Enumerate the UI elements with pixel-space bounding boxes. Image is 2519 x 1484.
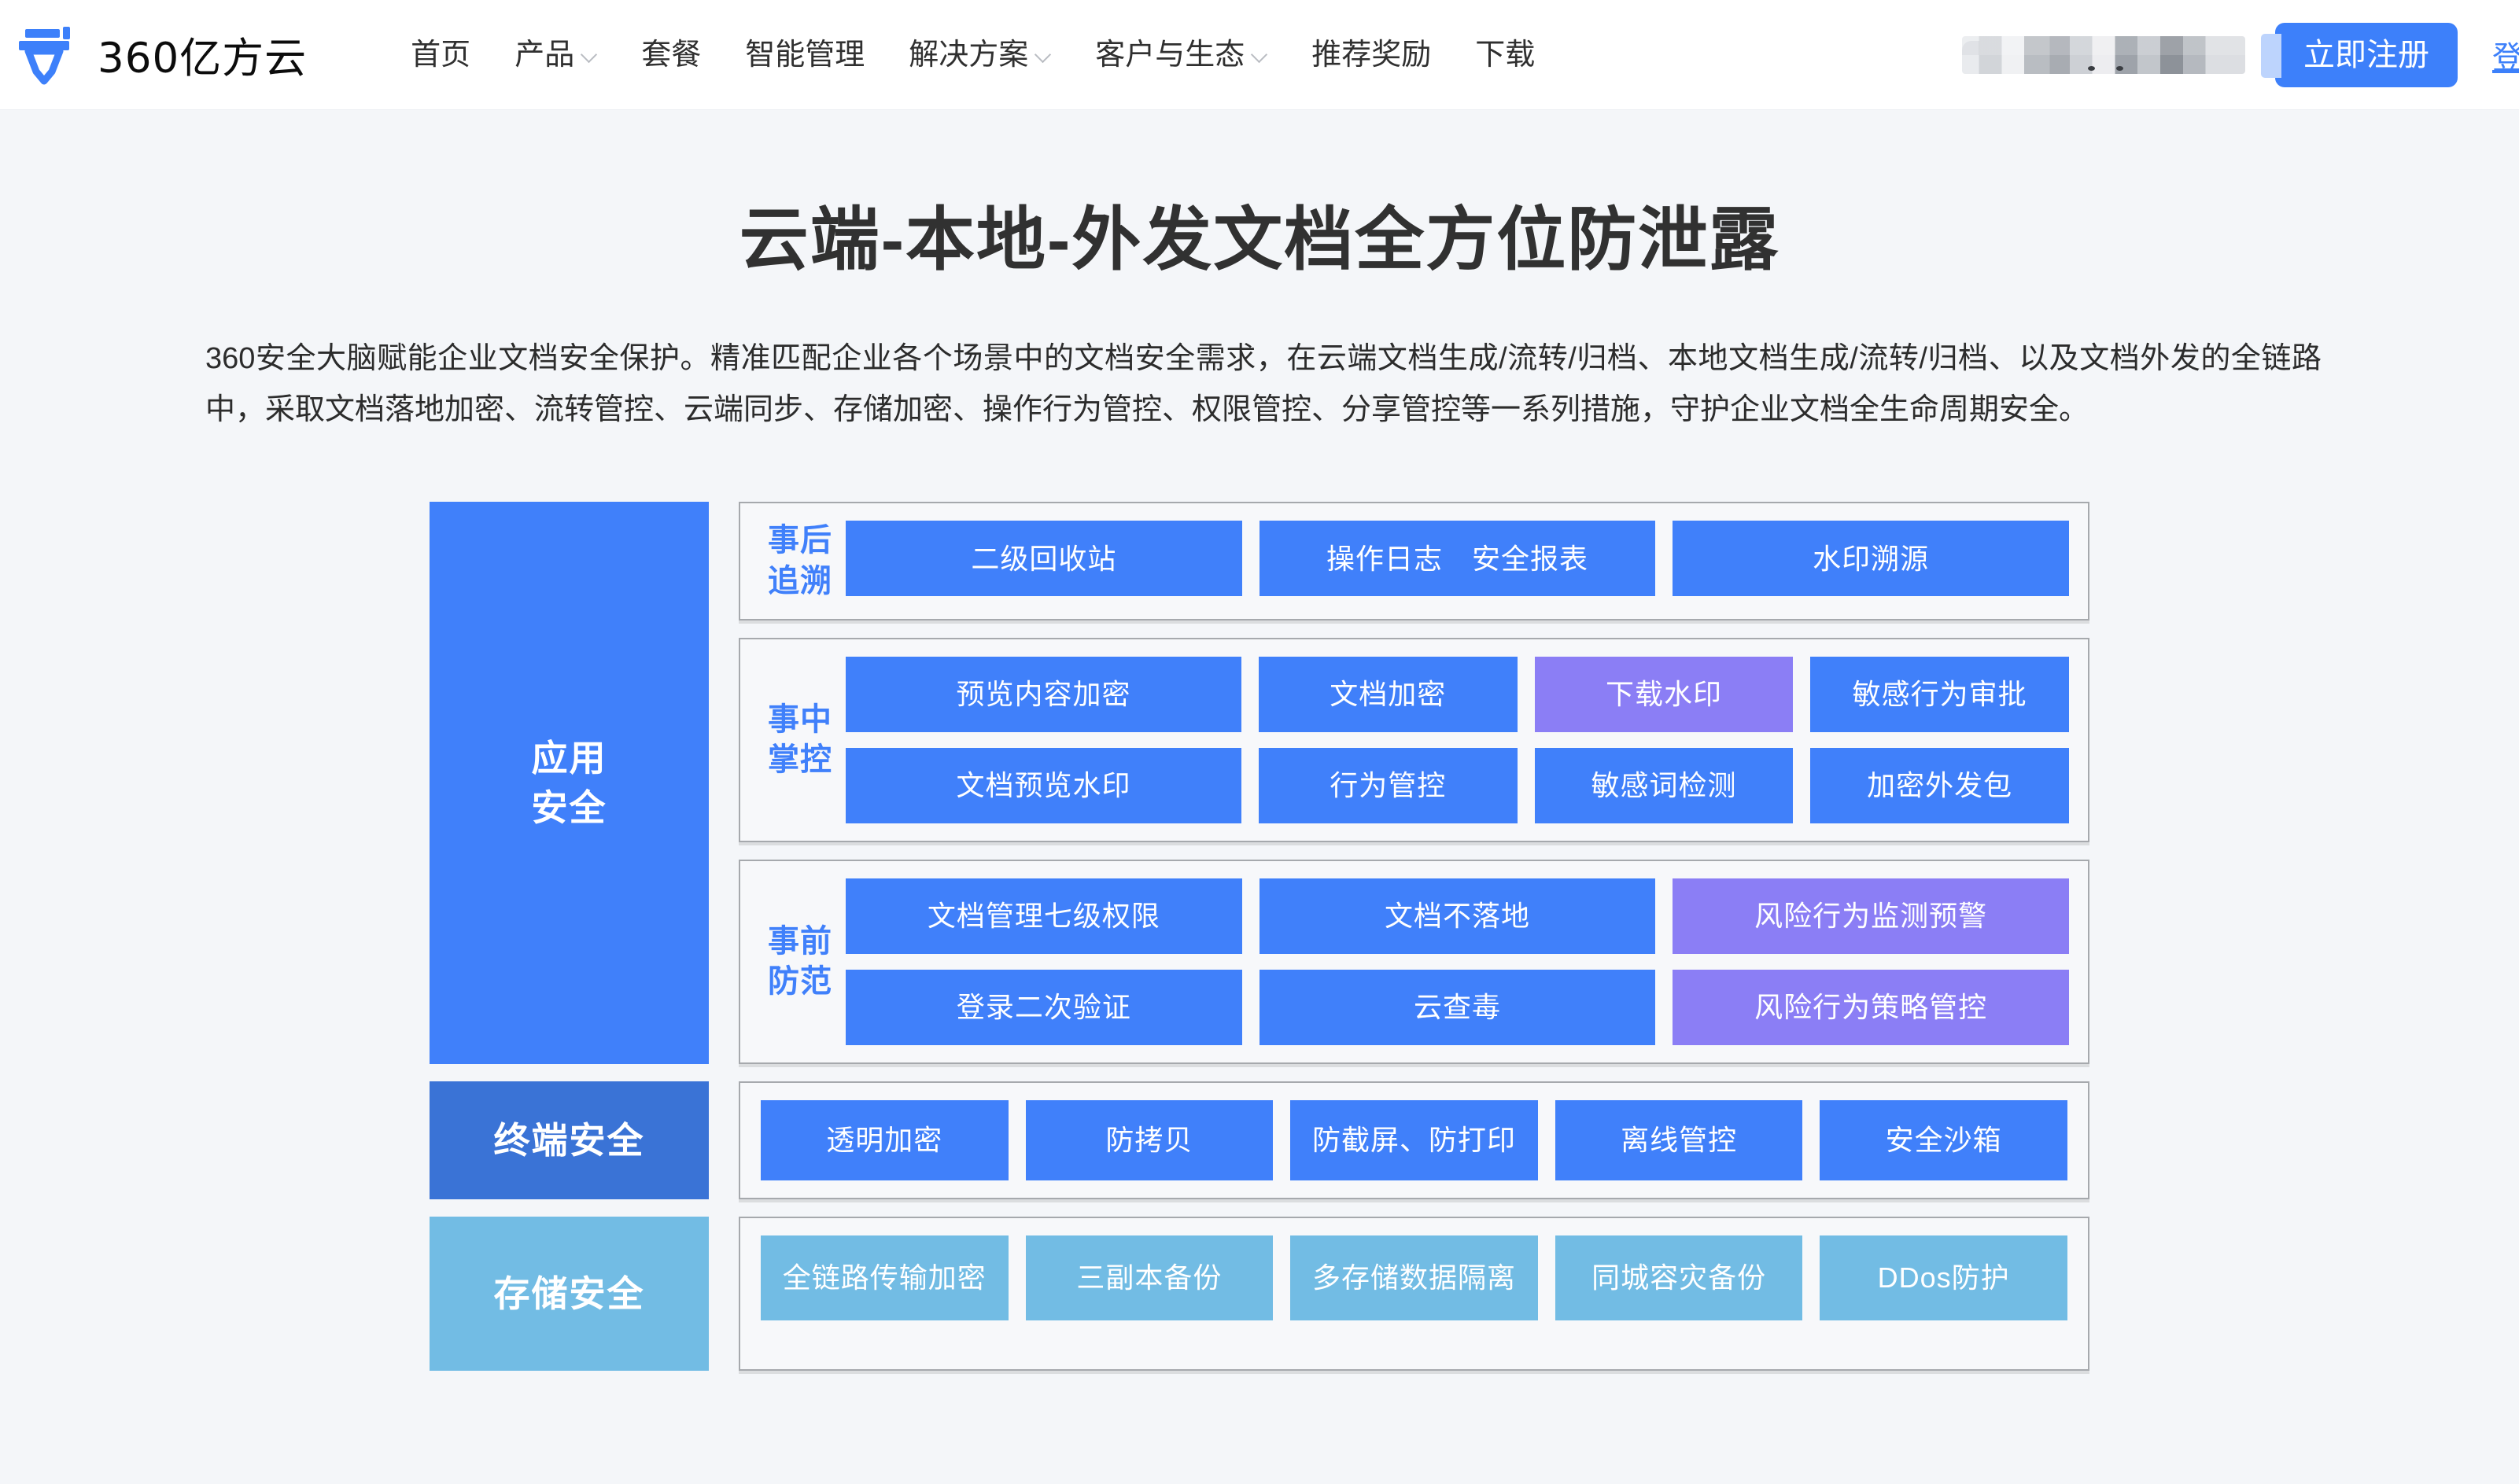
stage-label-line-1: 事前 (768, 923, 832, 959)
stage-label-line-1: 事后 (768, 523, 832, 558)
stage-label-line-2: 追溯 (768, 563, 832, 598)
nav-label: 客户与生态 (1095, 38, 1245, 72)
stage-label-line-2: 掌控 (768, 742, 832, 777)
feature-card-download-watermark[interactable]: 下载水印 (1534, 656, 1794, 732)
chevron-down-icon (581, 49, 597, 64)
feature-card-risk-behavior-monitoring-alert[interactable]: 风险行为监测预警 (1673, 878, 2070, 954)
feature-card-login-two-factor[interactable]: 登录二次验证 (846, 969, 1242, 1045)
feature-card-cloud-antivirus[interactable]: 云查毒 (1259, 969, 1656, 1045)
redaction-band (1962, 55, 2245, 74)
layer-body-application-security: 事后 追溯 二级回收站 操作日志 安全报表 水印溯源 (739, 502, 2089, 1064)
feature-card-anti-screenshot-anti-print[interactable]: 防截屏、防打印 (1290, 1099, 1538, 1180)
nav-label: 推荐奖励 (1311, 38, 1432, 72)
feature-card-transparent-encryption[interactable]: 透明加密 (761, 1099, 1009, 1180)
nav-label: 首页 (411, 38, 471, 72)
stage-grid-in-progress-control: 预览内容加密 文档加密 下载水印 敏感行为审批 文档预览水印 行为管控 敏感词检… (846, 656, 2069, 823)
nav-item-home[interactable]: 首页 (389, 40, 492, 70)
feature-card-seven-level-permissions[interactable]: 文档管理七级权限 (846, 878, 1242, 954)
stage-label-line-1: 事中 (768, 701, 832, 737)
layer-label-line-2: 安全 (531, 786, 607, 828)
card-row: 预览内容加密 文档加密 下载水印 敏感行为审批 (846, 656, 2069, 732)
layer-label-endpoint-security: 终端安全 (430, 1081, 709, 1199)
nav-label: 产品 (514, 38, 575, 72)
feature-card-encrypted-outbound-package[interactable]: 加密外发包 (1810, 747, 2069, 823)
feature-card-watermark-tracing[interactable]: 水印溯源 (1673, 521, 2070, 597)
nav-item-smart-management[interactable]: 智能管理 (723, 40, 887, 70)
layer-row-application-security: 应用 安全 事后 追溯 二级回收站 操 (430, 502, 2089, 1064)
stage-panel-pre-incident-prevention: 事前 防范 文档管理七级权限 文档不落地 风险行为监测预警 登录二次验证 云查毒 (739, 859, 2089, 1064)
feature-card-full-link-transport-encryption[interactable]: 全链路传输加密 (761, 1235, 1009, 1320)
feature-card-operation-log-security-report[interactable]: 操作日志 安全报表 (1259, 521, 1656, 597)
nav-item-customers-ecosystem[interactable]: 客户与生态 (1073, 40, 1289, 70)
layer-row-endpoint-security: 终端安全 透明加密 防拷贝 防截屏、防打印 离线管控 安全沙箱 (430, 1081, 2089, 1199)
feature-card-document-encryption[interactable]: 文档加密 (1258, 656, 1518, 732)
nav-label: 下载 (1475, 38, 1536, 72)
feature-card-offline-control[interactable]: 离线管控 (1555, 1099, 1803, 1180)
layer-label-storage-security: 存储安全 (430, 1216, 709, 1371)
account-name-redacted[interactable] (1962, 36, 2245, 74)
yifangyun-logo-icon (17, 24, 85, 86)
card-row: 全链路传输加密 三副本备份 多存储数据隔离 同城容灾备份 DDos防护 (761, 1235, 2067, 1320)
nav-label: 解决方案 (909, 38, 1029, 72)
redaction-dot (2088, 66, 2095, 71)
layer-label-application-security: 应用 安全 (430, 502, 709, 1064)
feature-card-preview-content-encryption[interactable]: 预览内容加密 (846, 656, 1241, 732)
brand-logo[interactable]: 360亿方云 (17, 24, 307, 86)
page-description: 360安全大脑赋能企业文档安全保护。精准匹配企业各个场景中的文档安全需求，在云端… (205, 341, 2322, 426)
panel-storage-security: 全链路传输加密 三副本备份 多存储数据隔离 同城容灾备份 DDos防护 (739, 1216, 2089, 1371)
stage-label-in-progress-control: 事中 掌控 (754, 657, 846, 823)
feature-card-anti-copy[interactable]: 防拷贝 (1025, 1099, 1274, 1180)
feature-card-ddos-protection[interactable]: DDos防护 (1820, 1235, 2067, 1320)
card-row: 透明加密 防拷贝 防截屏、防打印 离线管控 安全沙箱 (761, 1099, 2067, 1180)
nav-label: 套餐 (641, 38, 702, 72)
card-row: 文档管理七级权限 文档不落地 风险行为监测预警 (846, 878, 2070, 954)
stage-panel-in-progress-control: 事中 掌控 预览内容加密 文档加密 下载水印 敏感行为审批 文档预览水印 (739, 637, 2089, 842)
login-link[interactable]: 登录 (2492, 41, 2519, 75)
stage-label-line-2: 防范 (768, 963, 832, 999)
stage-grid-pre-incident-prevention: 文档管理七级权限 文档不落地 风险行为监测预警 登录二次验证 云查毒 风险行为策… (846, 878, 2070, 1045)
chevron-down-icon (1252, 49, 1267, 64)
feature-card-document-preview-watermark[interactable]: 文档预览水印 (846, 747, 1241, 823)
feature-card-behavior-control[interactable]: 行为管控 (1258, 747, 1518, 823)
nav-item-solutions[interactable]: 解决方案 (887, 40, 1073, 70)
feature-card-risk-behavior-policy-control[interactable]: 风险行为策略管控 (1673, 969, 2070, 1045)
feature-card-sensitive-action-approval[interactable]: 敏感行为审批 (1810, 656, 2069, 732)
feature-card-secondary-recycle-bin[interactable]: 二级回收站 (846, 521, 1242, 597)
feature-card-security-sandbox[interactable]: 安全沙箱 (1820, 1099, 2067, 1180)
site-header: 360亿方云 首页 产品 套餐 智能管理 解决方案 客户与生态 推荐奖励 下载 (0, 0, 2519, 110)
card-row: 登录二次验证 云查毒 风险行为策略管控 (846, 969, 2070, 1045)
nav-item-referral-rewards[interactable]: 推荐奖励 (1289, 40, 1453, 70)
nav-item-plans[interactable]: 套餐 (619, 40, 723, 70)
layer-label-line-1: 应用 (531, 738, 607, 779)
nav-item-download[interactable]: 下载 (1453, 40, 1557, 70)
feature-card-no-local-storage[interactable]: 文档不落地 (1259, 878, 1656, 954)
main-nav: 首页 产品 套餐 智能管理 解决方案 客户与生态 推荐奖励 下载 (389, 40, 1557, 70)
nav-item-products[interactable]: 产品 (492, 40, 619, 70)
card-row: 二级回收站 操作日志 安全报表 水印溯源 (846, 521, 2070, 597)
stage-grid-post-incident: 二级回收站 操作日志 安全报表 水印溯源 (846, 521, 2070, 601)
feature-card-multi-storage-data-isolation[interactable]: 多存储数据隔离 (1290, 1235, 1538, 1320)
panel-endpoint-security: 透明加密 防拷贝 防截屏、防打印 离线管控 安全沙箱 (739, 1081, 2089, 1199)
page-content: 云端-本地-外发文档全方位防泄露 360安全大脑赋能企业文档安全保护。精准匹配企… (0, 198, 2519, 1371)
card-row: 文档预览水印 行为管控 敏感词检测 加密外发包 (846, 747, 2069, 823)
signup-button[interactable]: 立即注册 (2261, 23, 2458, 87)
stage-panel-post-incident: 事后 追溯 二级回收站 操作日志 安全报表 水印溯源 (739, 502, 2089, 620)
security-architecture-diagram: 应用 安全 事后 追溯 二级回收站 操 (430, 502, 2089, 1371)
page-title: 云端-本地-外发文档全方位防泄露 (739, 201, 1780, 278)
redaction-dot (2116, 66, 2123, 71)
chevron-down-icon (1035, 49, 1051, 64)
stage-label-post-incident: 事后 追溯 (754, 521, 846, 601)
nav-label: 智能管理 (745, 38, 865, 72)
redaction-band (1962, 36, 2245, 55)
stage-label-pre-incident-prevention: 事前 防范 (754, 878, 846, 1045)
header-actions: 立即注册 登录 (1962, 0, 2519, 110)
brand-name: 360亿方云 (98, 34, 308, 83)
layer-row-storage-security: 存储安全 全链路传输加密 三副本备份 多存储数据隔离 同城容灾备份 DDos防护 (430, 1216, 2089, 1371)
feature-card-same-city-disaster-recovery[interactable]: 同城容灾备份 (1555, 1235, 1803, 1320)
feature-card-triple-replica-backup[interactable]: 三副本备份 (1025, 1235, 1274, 1320)
feature-card-sensitive-word-detection[interactable]: 敏感词检测 (1534, 747, 1794, 823)
